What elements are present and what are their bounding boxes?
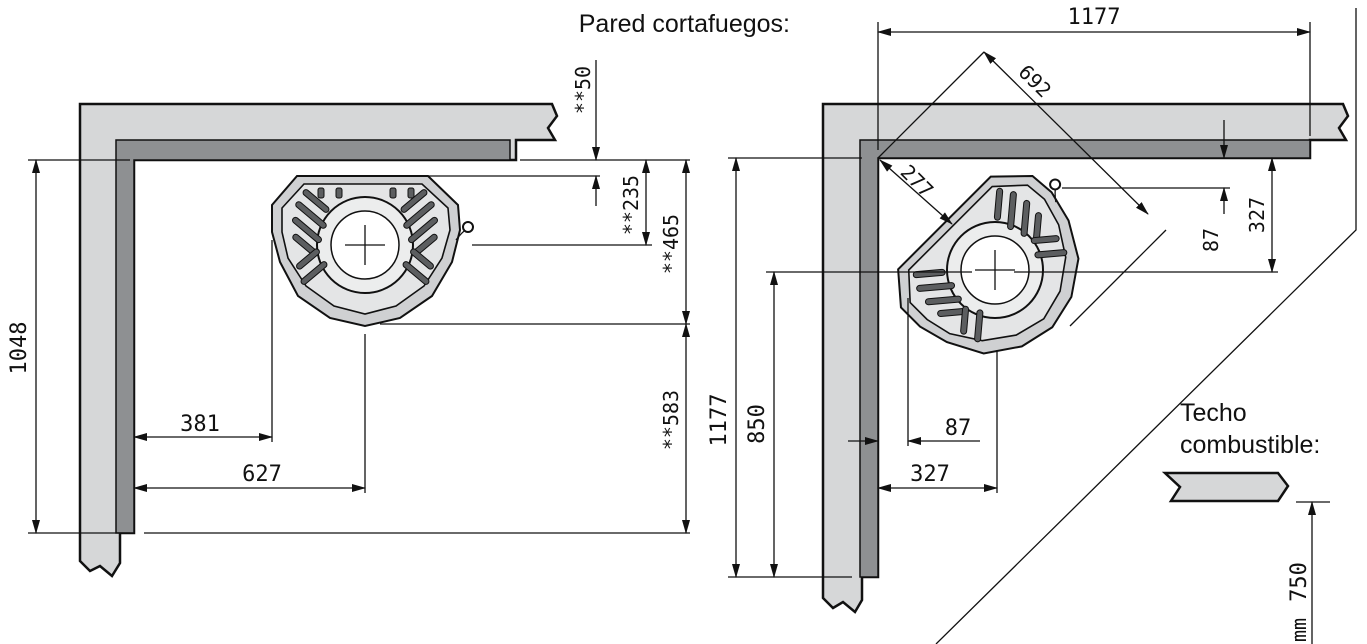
ceiling-label-line2: combustible: [1180,431,1320,459]
dim-627: 627 [242,462,282,487]
left-plan: 1048 381 627 **50 **235 **465 **583 [7,60,690,578]
dim-692: 692 [1014,60,1057,103]
dim-1048: 1048 [7,322,32,375]
firewall-label: Pared cortafuegos: [579,10,790,38]
dim-1177-left: 1177 [707,394,732,447]
right-plan: 1177 692 277 87 327 1177 850 87 327 [707,5,1350,614]
dim-750-unit: mm [1287,618,1311,642]
dim-465: **465 [659,214,683,274]
dim-750: 750 [1287,562,1312,602]
dim-277: 277 [896,160,939,203]
ceiling-inset: Techo combustible: 750 mm [935,8,1357,644]
dim-327-bottom: 327 [910,462,950,487]
ceiling-label-line1: Techo [1180,399,1247,427]
dim-50: **50 [571,66,595,114]
dim-87-right: 87 [1199,228,1223,252]
dim-235: **235 [619,175,643,235]
left-stove [271,175,474,328]
right-wall-liner [859,139,1311,578]
left-wall [78,102,559,578]
dim-327-right: 327 [1245,197,1269,233]
ceiling-panel [1161,471,1290,503]
right-stove [897,174,1080,355]
inset-border [935,8,1357,644]
dim-583: **583 [659,390,683,450]
dim-87-bottom: 87 [945,416,972,441]
dim-1177-top: 1177 [1068,5,1121,30]
dim-381: 381 [180,412,220,437]
dim-850: 850 [745,404,770,444]
